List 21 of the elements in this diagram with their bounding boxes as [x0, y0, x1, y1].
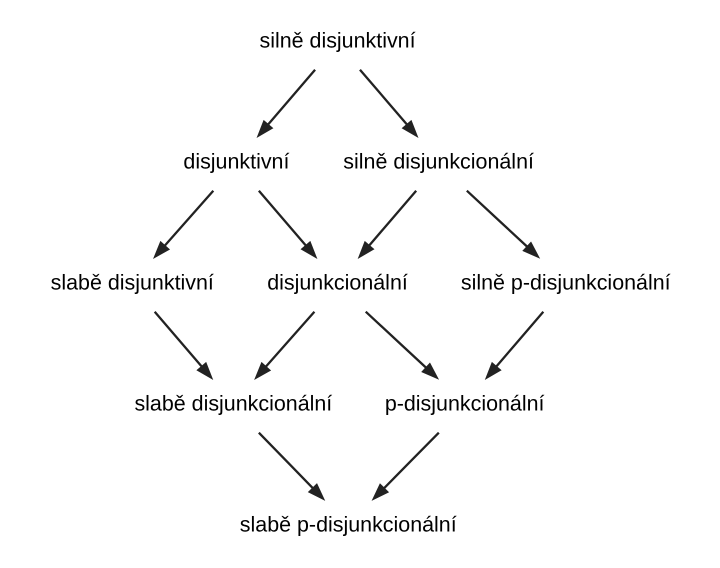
- arrow: [254, 310, 315, 380]
- node-text: disjunktivní: [182, 150, 289, 174]
- node-text: slabě p-disjunkcionální: [239, 512, 456, 537]
- node-text: slabě disjunktivní: [50, 270, 214, 295]
- node-text: silně disjunktivní: [258, 28, 416, 53]
- arrow: [364, 310, 439, 380]
- arrow: [484, 310, 544, 380]
- arrow: [258, 432, 325, 501]
- node-text: disjunkcionální: [266, 270, 408, 295]
- node-text: slabě disjunkcionální: [134, 392, 332, 416]
- arrow: [371, 432, 440, 501]
- arrow: [258, 190, 317, 259]
- arrow: [466, 190, 540, 259]
- arrow: [358, 68, 418, 138]
- node-text: p-disjunkcionální: [384, 392, 544, 416]
- arrow: [153, 310, 213, 380]
- arrow: [152, 190, 214, 259]
- node-text: silně p-disjunkcionální: [460, 270, 670, 295]
- arrow: [357, 190, 417, 259]
- node-text: silně disjunkcionální: [342, 150, 534, 174]
- arrow: [256, 68, 316, 138]
